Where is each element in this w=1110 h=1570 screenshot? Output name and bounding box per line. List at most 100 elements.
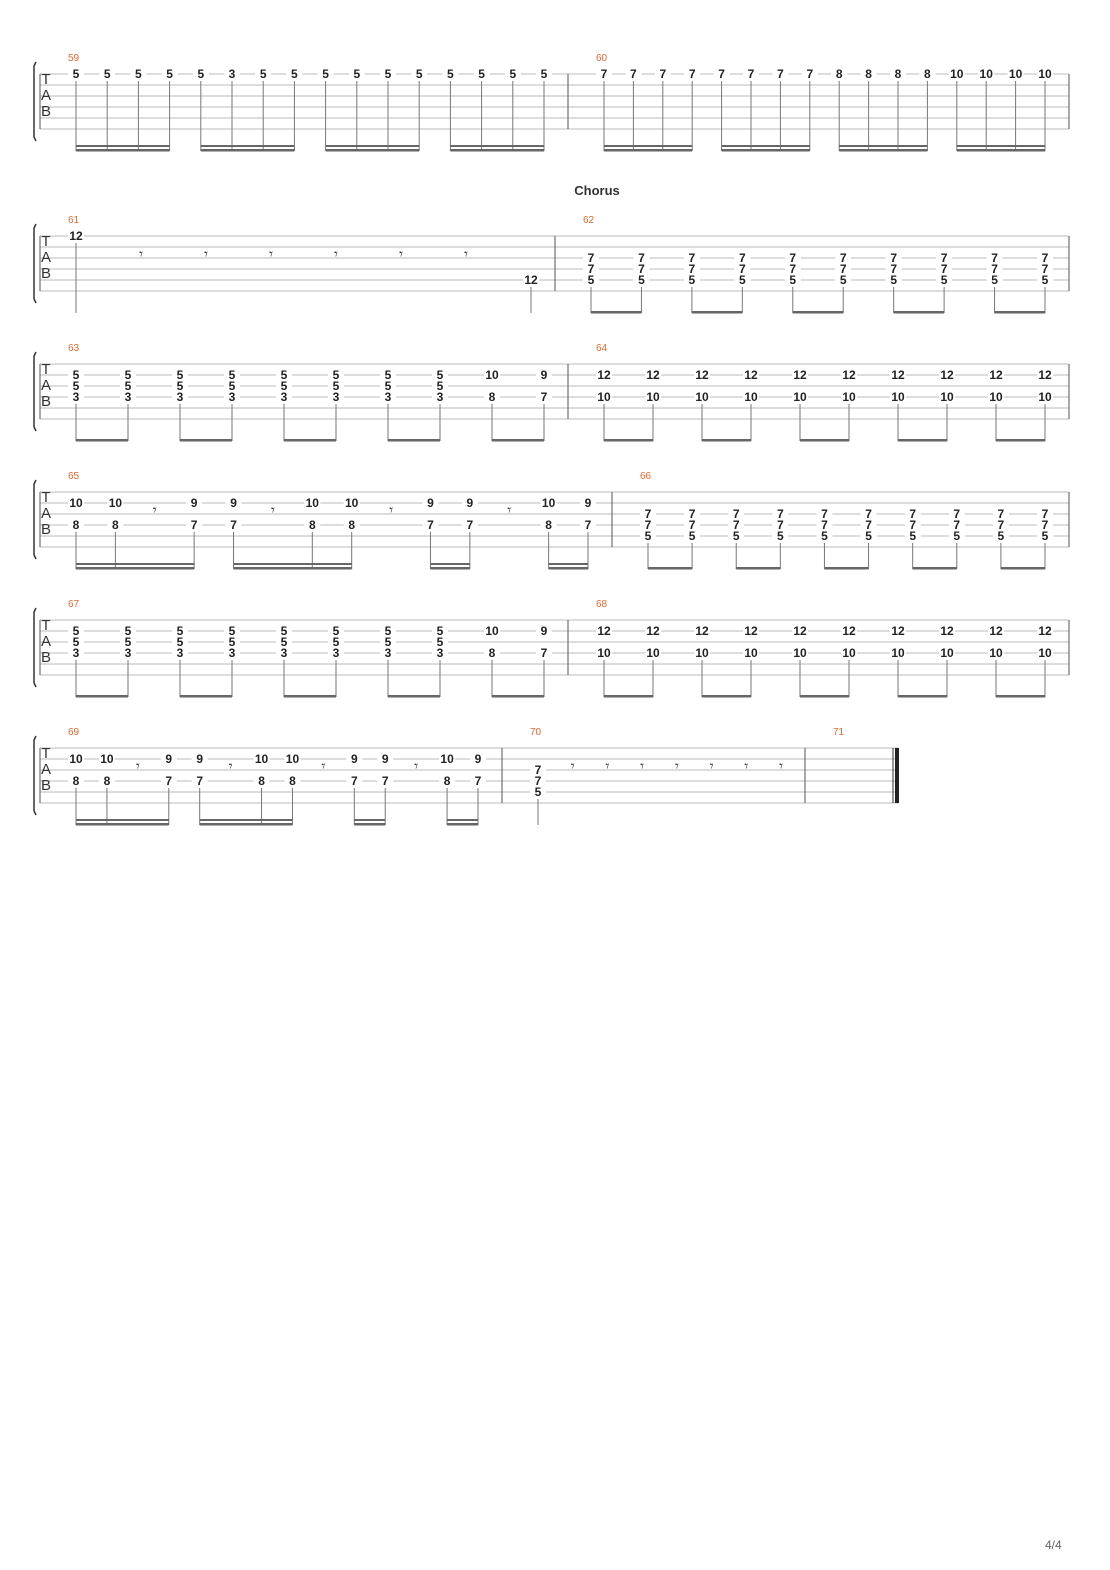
beam [430,567,470,570]
beam-secondary [200,145,295,147]
fret-number: 7 [630,67,637,81]
fret-number: 10 [842,646,856,660]
beam [492,695,544,698]
note-mask [536,68,552,80]
note-mask [328,625,344,637]
note-mask [172,625,188,637]
bar-number: 62 [583,215,595,226]
fret-number: 3 [229,390,236,404]
fret-number: 7 [588,251,595,265]
fret-number: 5 [385,635,392,649]
beam [199,823,293,826]
fret-number: 7 [909,518,916,532]
fret-number: 5 [890,273,897,287]
note-mask [596,625,612,637]
note-mask [343,497,360,509]
fret-number: 9 [196,752,203,766]
beam [604,439,653,442]
beam [898,695,947,698]
bar-number: 64 [596,343,608,354]
fret-number: 12 [646,368,660,382]
note-mask [1037,647,1053,659]
note-mask [377,753,394,765]
fret-number: 7 [585,518,592,532]
beam [447,823,478,826]
tab-letter: A [41,505,51,522]
fret-number: 3 [281,646,288,660]
beam [792,311,844,314]
note-mask [98,753,115,765]
beam [325,149,420,152]
note-mask [225,519,242,531]
note-mask [988,647,1004,659]
note-mask [784,263,801,275]
beam [233,567,352,570]
fret-number: 9 [351,752,358,766]
note-mask [276,647,292,659]
note-mask [625,68,642,80]
note-mask [816,530,833,542]
note-mask [841,369,857,381]
note-mask [380,625,396,637]
system-bracket [33,479,37,560]
note-mask [380,380,396,392]
beam-secondary [721,145,810,147]
fret-number: 5 [333,368,340,382]
beam-secondary [354,819,386,821]
note-mask [346,775,363,787]
tab-letter: A [41,377,51,394]
note-mask [432,636,448,648]
fret-number: 7 [689,251,696,265]
note-mask [583,274,599,286]
note-mask [484,625,500,637]
fret-number: 7 [351,774,358,788]
fret-number: 7 [777,518,784,532]
system-bracket [33,223,37,304]
fret-number: 7 [382,774,389,788]
beam [996,695,1045,698]
fret-number: 5 [865,529,872,543]
fret-number: 5 [197,67,204,81]
beam-secondary [839,145,928,147]
note-mask [683,252,700,264]
final-barline-thick [895,748,899,803]
fret-number: 7 [601,67,608,81]
note-mask [939,369,955,381]
note-mask [860,519,877,531]
note-mask [99,68,116,80]
note-mask [224,68,240,80]
fret-number: 10 [950,67,964,81]
fret-number: 8 [895,67,902,81]
note-mask [68,625,84,637]
note-mask [172,391,188,403]
note-mask [728,519,745,531]
note-mask [317,68,334,80]
note-mask [1037,252,1053,264]
note-mask [68,369,84,381]
note-mask [107,497,124,509]
fret-number: 7 [689,262,696,276]
note-mask [224,647,240,659]
fret-number: 5 [125,368,132,382]
fret-number: 5 [437,635,444,649]
fret-number: 10 [980,67,994,81]
beam [76,149,170,152]
note-mask [530,775,546,787]
note-mask [380,636,396,648]
fret-number: 12 [597,624,611,638]
fret-number: 5 [385,368,392,382]
fret-number: 5 [437,379,444,393]
rest-symbol: 𝄾 [675,757,679,775]
fret-number: 10 [891,646,905,660]
note-mask [328,369,344,381]
tab-letter: T [41,489,50,506]
fret-number: 10 [646,646,660,660]
note-mask [432,369,448,381]
note-mask [1037,519,1053,531]
note-mask [304,497,321,509]
fret-number: 8 [545,518,552,532]
rest-symbol: 𝄾 [779,757,783,775]
bar-number: 59 [68,53,80,64]
fret-number: 7 [840,251,847,265]
fret-number: 7 [789,262,796,276]
